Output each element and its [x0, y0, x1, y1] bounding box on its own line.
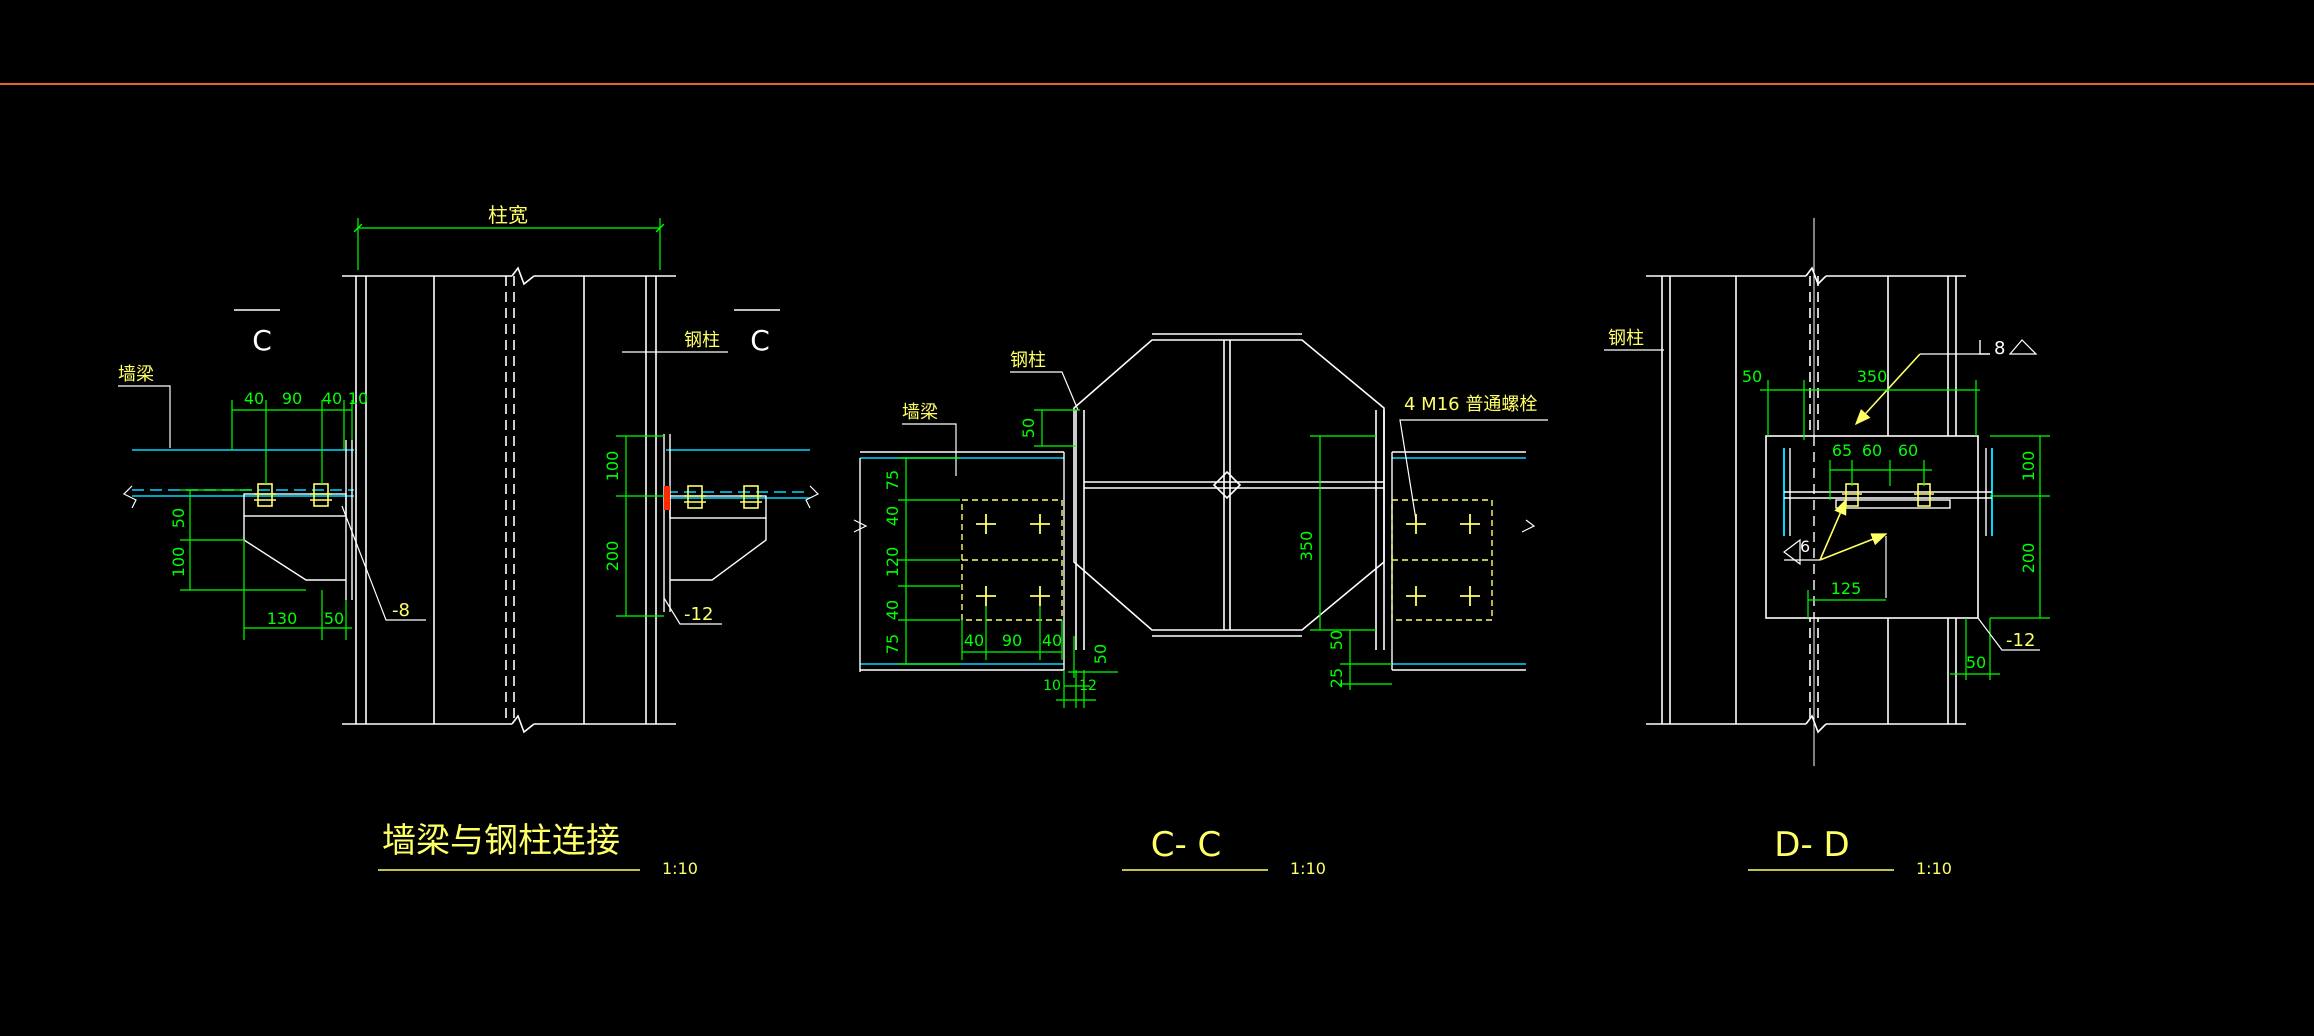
dim-right-200: 200	[603, 541, 622, 572]
dim-middle-b-90: 90	[1002, 631, 1022, 650]
dim-bottom-50: 50	[324, 609, 344, 628]
section-mark-right: C	[750, 324, 770, 357]
dim-middle-25-right: 25	[1327, 668, 1346, 688]
label-bolts-m16: 4 M16 普通螺栓	[1404, 394, 1537, 415]
dim-top-40a: 40	[244, 389, 264, 408]
dim-middle-b-40a: 40	[964, 631, 984, 650]
view-right-section-dd: 钢柱 8 6	[1604, 218, 2050, 878]
scale-right-view: 1:10	[1916, 859, 1952, 878]
left-wall-beam	[132, 449, 354, 497]
dim-right-60b: 60	[1898, 441, 1918, 460]
section-mark-left: C	[252, 324, 272, 357]
title-left-view: 墙梁与钢柱连接	[382, 821, 620, 861]
dim-middle-v-120: 120	[883, 547, 902, 578]
dim-middle-b-40b: 40	[1042, 631, 1062, 650]
dim-middle-v-40a: 40	[883, 506, 902, 526]
dim-bottom-130: 130	[267, 609, 298, 628]
weld-symbol-8: 8	[1854, 338, 2038, 426]
dim-middle-v-75a: 75	[883, 470, 902, 490]
scale-middle-view: 1:10	[1290, 859, 1326, 878]
plate-minus12-label: -12	[684, 604, 713, 625]
dim-right-50-top: 50	[1742, 367, 1762, 386]
dim-right-350: 350	[1857, 367, 1888, 386]
dim-middle-v-75b: 75	[883, 634, 902, 654]
dim-top-10: 10	[348, 389, 368, 408]
label-steel-column-right: 钢柱	[1608, 328, 1644, 349]
dim-top-90: 90	[282, 389, 302, 408]
label-column-width: 柱宽	[488, 203, 528, 227]
dim-middle-50-top: 50	[1019, 418, 1038, 438]
title-middle-view: C- C	[1151, 825, 1222, 865]
dim-middle-350: 350	[1297, 531, 1316, 562]
svg-text:6: 6	[1800, 537, 1810, 556]
plate-minus12-right: -12	[2006, 630, 2035, 651]
left-steel-column	[342, 266, 676, 734]
middle-octagon-column	[1073, 333, 1385, 650]
plate-minus8-label: -8	[392, 600, 410, 621]
view-left-wall-beam-connection: 柱宽 C C 墙梁 钢柱	[118, 203, 820, 878]
dim-right-65: 65	[1832, 441, 1852, 460]
view-middle-section-cc: 钢柱 墙梁 4 M16 普通螺栓	[853, 333, 1548, 878]
end-plate	[1765, 435, 1979, 619]
dim-left-50: 50	[169, 508, 188, 528]
dim-top-40b: 40	[322, 389, 342, 408]
label-steel-column-left: 钢柱	[684, 330, 720, 351]
right-wall-beam	[666, 449, 810, 499]
label-steel-column-middle: 钢柱	[1010, 350, 1046, 371]
middle-left-bolts	[976, 514, 1050, 606]
scale-left-view: 1:10	[662, 859, 698, 878]
dim-middle-v-40b: 40	[883, 600, 902, 620]
dim-left-100: 100	[169, 547, 188, 578]
dim-right-100: 100	[603, 451, 622, 482]
dim-middle-10: 10	[1043, 678, 1061, 694]
dim-middle-50-right: 50	[1327, 630, 1346, 650]
dim-middle-50-bottom: 50	[1091, 644, 1110, 664]
label-wall-beam-middle: 墙梁	[902, 402, 938, 423]
svg-text:8: 8	[1994, 338, 2005, 359]
dim-right-125: 125	[1831, 579, 1862, 598]
middle-right-bolts	[1406, 514, 1480, 606]
title-right-view: D- D	[1774, 825, 1849, 865]
dim-middle-12: 12	[1079, 678, 1097, 694]
weld-symbol-6: 6	[1783, 498, 1888, 566]
dim-right-200: 200	[2019, 543, 2038, 574]
dim-right-100: 100	[2019, 451, 2038, 482]
dim-right-50-bottom: 50	[1966, 653, 1986, 672]
weld-mark-red	[664, 486, 670, 510]
label-wall-beam-left: 墙梁	[118, 364, 154, 385]
dim-right-60a: 60	[1862, 441, 1882, 460]
